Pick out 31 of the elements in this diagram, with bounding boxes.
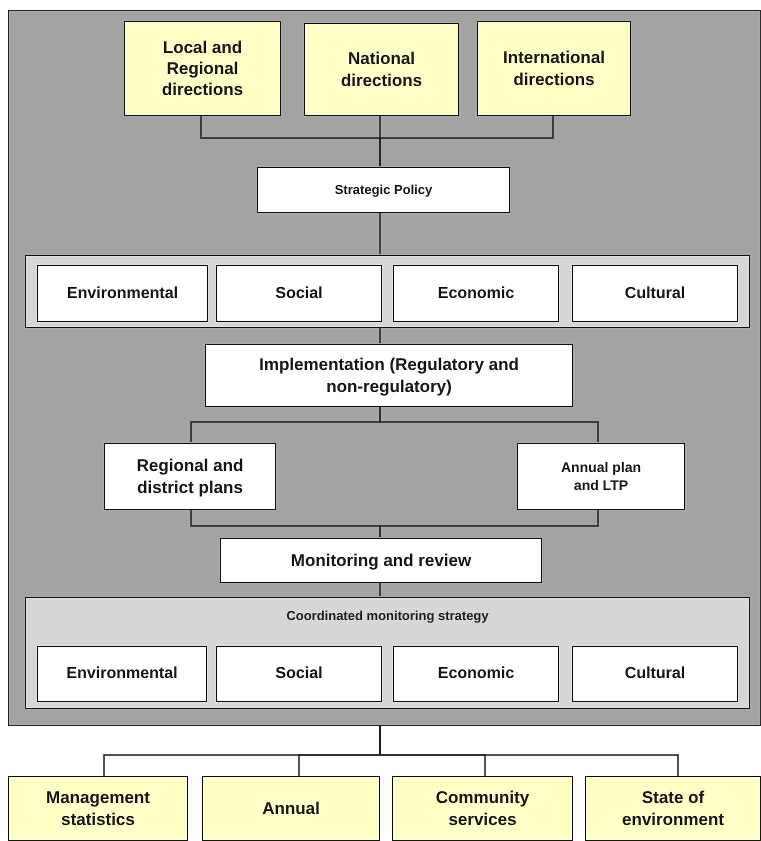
process-box: Cultural bbox=[572, 646, 738, 702]
process-box: Economic bbox=[393, 265, 559, 322]
connector-line bbox=[379, 115, 554, 166]
process-box: Environmental bbox=[37, 265, 208, 322]
process-box: Cultural bbox=[572, 265, 738, 322]
process-box: Local and Regional directions bbox=[124, 21, 281, 116]
connector-line bbox=[379, 406, 599, 442]
process-box: State of environment bbox=[585, 776, 761, 841]
connector-line bbox=[379, 582, 381, 596]
process-box: International directions bbox=[477, 21, 631, 116]
process-box: Social bbox=[216, 265, 382, 322]
process-box: Social bbox=[216, 646, 382, 702]
process-box: Annual bbox=[202, 776, 380, 841]
process-box: Community services bbox=[392, 776, 573, 841]
group-panel bbox=[25, 597, 750, 709]
panel-background bbox=[8, 10, 761, 726]
process-box: Management statistics bbox=[8, 776, 188, 841]
process-box: Economic bbox=[393, 646, 559, 702]
process-box: Regional and district plans bbox=[104, 443, 276, 510]
connector-line bbox=[379, 212, 381, 254]
panel-heading: Coordinated monitoring strategy bbox=[285, 608, 490, 624]
connector-line bbox=[379, 726, 679, 776]
process-box: Annual plan and LTP bbox=[517, 443, 685, 510]
process-box: Environmental bbox=[37, 646, 207, 702]
connector-line bbox=[379, 327, 381, 343]
connector-line bbox=[379, 509, 599, 537]
process-box: National directions bbox=[304, 23, 459, 116]
band-background bbox=[25, 255, 750, 328]
process-box: Strategic Policy bbox=[257, 167, 510, 213]
process-box: Implementation (Regulatory and non-regulatory) bbox=[205, 344, 573, 407]
process-box: Monitoring and review bbox=[220, 538, 542, 583]
